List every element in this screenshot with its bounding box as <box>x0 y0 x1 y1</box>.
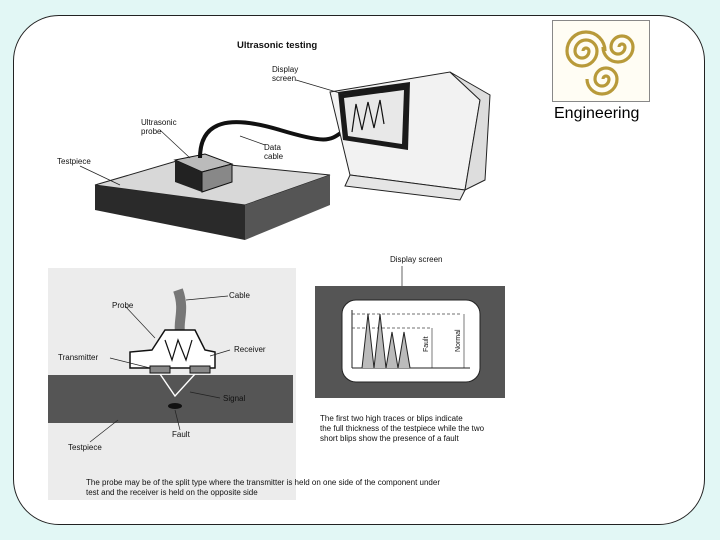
split-probe-leaders <box>89 295 231 443</box>
fault-label: Fault <box>172 430 191 439</box>
top-testpiece-label: Testpiece <box>57 157 91 166</box>
display-figure-title: Display screen <box>390 255 442 264</box>
top-data-cable <box>198 120 347 159</box>
split-probe-panel <box>48 268 296 500</box>
top-ultrasonic-probe <box>173 153 234 193</box>
cable-label: Cable <box>229 291 250 300</box>
logo <box>552 20 650 102</box>
engineering-label: Engineering <box>554 105 640 122</box>
top-leaders <box>79 79 351 186</box>
ultrasonic-probe-label-line2: probe <box>141 127 162 136</box>
transmitter-label: Transmitter <box>58 353 98 362</box>
top-figure-title: Ultrasonic testing <box>237 40 317 51</box>
display-caption-line2: the full thickness of the testpiece whil… <box>320 424 485 433</box>
probe-caption-line2: test and the receiver is held on the opp… <box>86 488 258 497</box>
display-screen-label-line1: Display <box>272 65 298 74</box>
display-caption-line1: The first two high traces or blips indic… <box>320 414 463 423</box>
display-caption-line3: short blips show the presence of a fault <box>320 434 460 443</box>
fault-axis-label: Fault <box>423 336 430 352</box>
normal-axis-label: Normal <box>455 329 462 352</box>
probe-caption-line1: The probe may be of the split type where… <box>86 478 440 487</box>
triple-spiral-icon <box>553 21 649 101</box>
top-monitor <box>329 71 491 201</box>
receiver-label: Receiver <box>234 345 266 354</box>
signal-label: Signal <box>223 394 245 403</box>
display-screen-panel <box>315 286 505 398</box>
data-cable-label-line1: Data <box>264 143 281 152</box>
data-cable-label-line2: cable <box>264 152 284 161</box>
ultrasonic-probe-label-line1: Ultrasonic <box>141 118 177 127</box>
split-testpiece-label: Testpiece <box>68 443 102 452</box>
split-probe-label: Probe <box>112 301 134 310</box>
display-screen-label-line2: screen <box>272 74 296 83</box>
